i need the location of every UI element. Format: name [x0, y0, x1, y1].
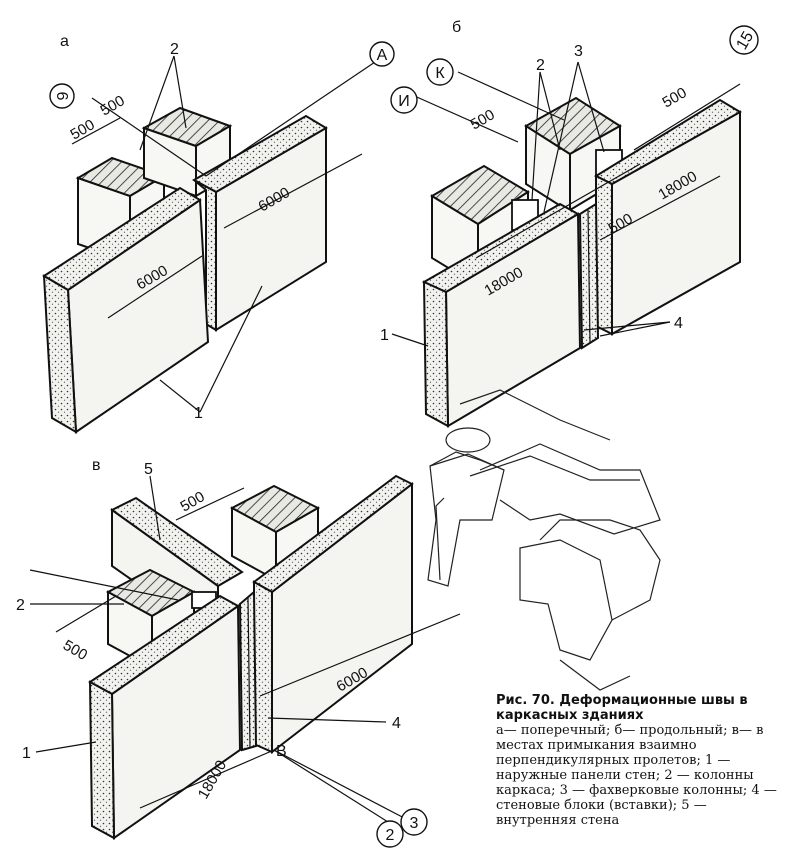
outer-wall-panel-left-a: [42, 186, 210, 434]
callout-1-b: 1: [380, 327, 389, 344]
subfigure-label-v: в: [92, 457, 101, 474]
axis-label-3: 3: [410, 815, 419, 832]
column-right-b: [524, 96, 622, 214]
callout-1-a: 1: [194, 405, 203, 422]
callout-2-v: 2: [16, 597, 25, 614]
axis-marker-K: [426, 58, 454, 86]
outer-wall-panel-right-a: [191, 114, 328, 332]
callout-3-b: 3: [574, 43, 583, 60]
axis-marker-2: [376, 820, 404, 848]
wall-block-insert-v: [238, 589, 258, 752]
subfigure-label-a: а: [60, 33, 69, 50]
caption-body: а— поперечный; б— продольный; в— в места…: [496, 723, 777, 828]
axis-label-A: А: [377, 47, 388, 64]
axis-label-I: И: [398, 93, 410, 110]
subfigure-label-b: б: [452, 19, 461, 36]
axis-marker-15: [729, 25, 759, 55]
column-right-a: [141, 106, 233, 198]
figure-caption: Рис. 70. Деформационные швы в каркасных …: [496, 693, 786, 828]
wall-block-insert-b: [578, 202, 600, 350]
outer-wall-panel-right-v: [252, 474, 414, 755]
callout-2-b: 2: [536, 57, 545, 74]
outer-wall-panel-left-v: [88, 594, 242, 840]
joint-detail-sketch: [427, 389, 661, 691]
figure-b: б: [380, 19, 759, 428]
axis-label-K: К: [435, 65, 445, 82]
axis-label-2: 2: [386, 827, 395, 844]
callout-1-v: 1: [22, 745, 31, 762]
dim-500-top-a: 500: [98, 92, 128, 119]
callout-4-v: 4: [392, 715, 401, 732]
caption-title: Рис. 70. Деформационные швы в каркасных …: [496, 693, 748, 723]
axis-label-9: 9: [55, 91, 72, 100]
dim-500-left-b: 500: [468, 106, 498, 133]
figure-a: а: [42, 33, 395, 434]
dim-500-right-b: 500: [660, 84, 690, 111]
axis-marker-I: [390, 86, 418, 114]
axis-marker-A: [369, 41, 395, 67]
callout-5-v: 5: [144, 461, 153, 478]
axis-label-15: 15: [733, 29, 757, 53]
outer-wall-panel-left-b: [421, 202, 582, 428]
figure-v: в: [16, 457, 461, 848]
axis-label-B: В: [276, 743, 287, 760]
axis-marker-9: [49, 83, 75, 109]
dim-500-top-v: 500: [178, 488, 208, 515]
callout-2-a: 2: [170, 41, 179, 58]
dim-500-left-a: 500: [68, 116, 98, 143]
axis-marker-3: [400, 808, 428, 836]
dim-500-left-v: 500: [60, 637, 90, 664]
callout-4-b: 4: [674, 315, 683, 332]
